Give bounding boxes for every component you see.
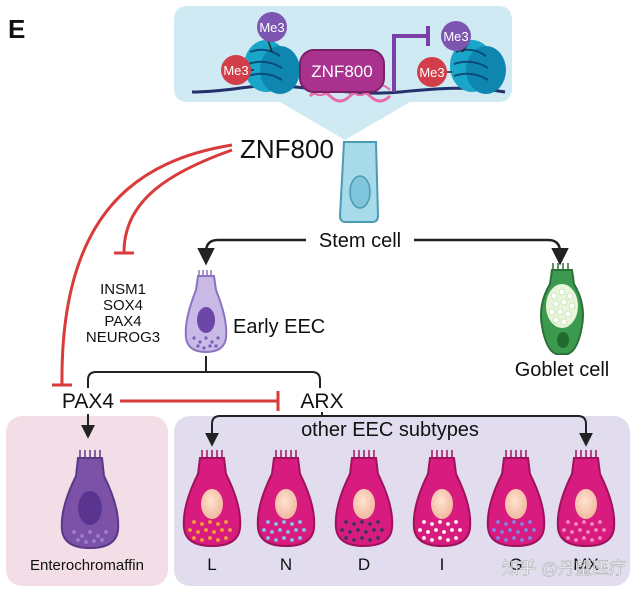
early-eec-illustration [184,270,228,354]
stem-cell-illustration [338,141,380,223]
pax4-label: PAX4 [62,390,114,413]
me3-label: Me3 [419,65,444,80]
differentiation-arrows [197,238,569,266]
eec-subtype-cell-n: N [256,450,316,574]
inhibit-pax4-line [60,143,233,386]
early-eec-label: Early EEC [233,316,325,338]
eec-subtype-cell-l: L [182,450,242,574]
watermark: 知乎 @丹望医疗 [502,559,626,578]
me3-mark-1: Me3 [257,12,287,53]
repression-symbol [392,34,428,92]
eec-subtype-label: MX [573,555,599,574]
me3-label: Me3 [443,29,468,44]
arx-to-subtypes-arrows [205,412,593,447]
me3-mark-4: Me3 [417,57,452,87]
eec-branch-lines [87,356,321,388]
eec-subtype-label: L [207,555,216,574]
me3-label: Me3 [259,20,284,35]
panel-label: E [8,14,25,44]
eec-subtype-label: G [509,555,522,574]
inhibition-arrows [52,143,280,411]
eec-subtype-label: N [280,555,292,574]
nucleosome-right [450,40,506,94]
chromatin-panel: Me3 Me3 Me3 Me3 ZNF800 [174,6,512,140]
goblet-cell-label: Goblet cell [515,359,610,381]
subtypes-label-bg [282,418,498,440]
regulator-label: ZNF800 [240,134,334,164]
enterochromaffin-label: Enterochromaffin [30,557,144,574]
eec-subtype-cell-i: I [412,450,472,574]
me3-mark-3: Me3 [441,21,471,53]
eec-subtype-cells: L N D I G MX [182,450,616,574]
znf800-protein-label: ZNF800 [311,62,372,81]
eec-subtype-label: I [440,555,445,574]
inhibit-genes-line [122,148,233,253]
eec-subtype-cell-g: G [486,450,546,574]
me3-label: Me3 [223,63,248,78]
znf800-protein [299,49,385,93]
eec-subtype-label: D [358,555,370,574]
enterochromaffin-cell [60,450,120,550]
eec-subtype-cell-mx: MX [556,450,616,574]
arx-label: ARX [300,390,343,413]
gene-label: SOX4 [103,297,143,314]
other-subtypes-label: other EEC subtypes [301,419,479,441]
gene-label: PAX4 [104,313,141,330]
gene-label: INSM1 [100,281,146,298]
gene-label: NEUROG3 [86,329,160,346]
nucleosome-left [244,40,300,94]
stem-cell-label: Stem cell [319,230,401,252]
goblet-cell-illustration [540,263,584,355]
eec-subtype-cell-d: D [334,450,394,574]
target-gene-list: INSM1 SOX4 PAX4 NEUROG3 [86,281,160,346]
me3-mark-2: Me3 [221,55,254,85]
